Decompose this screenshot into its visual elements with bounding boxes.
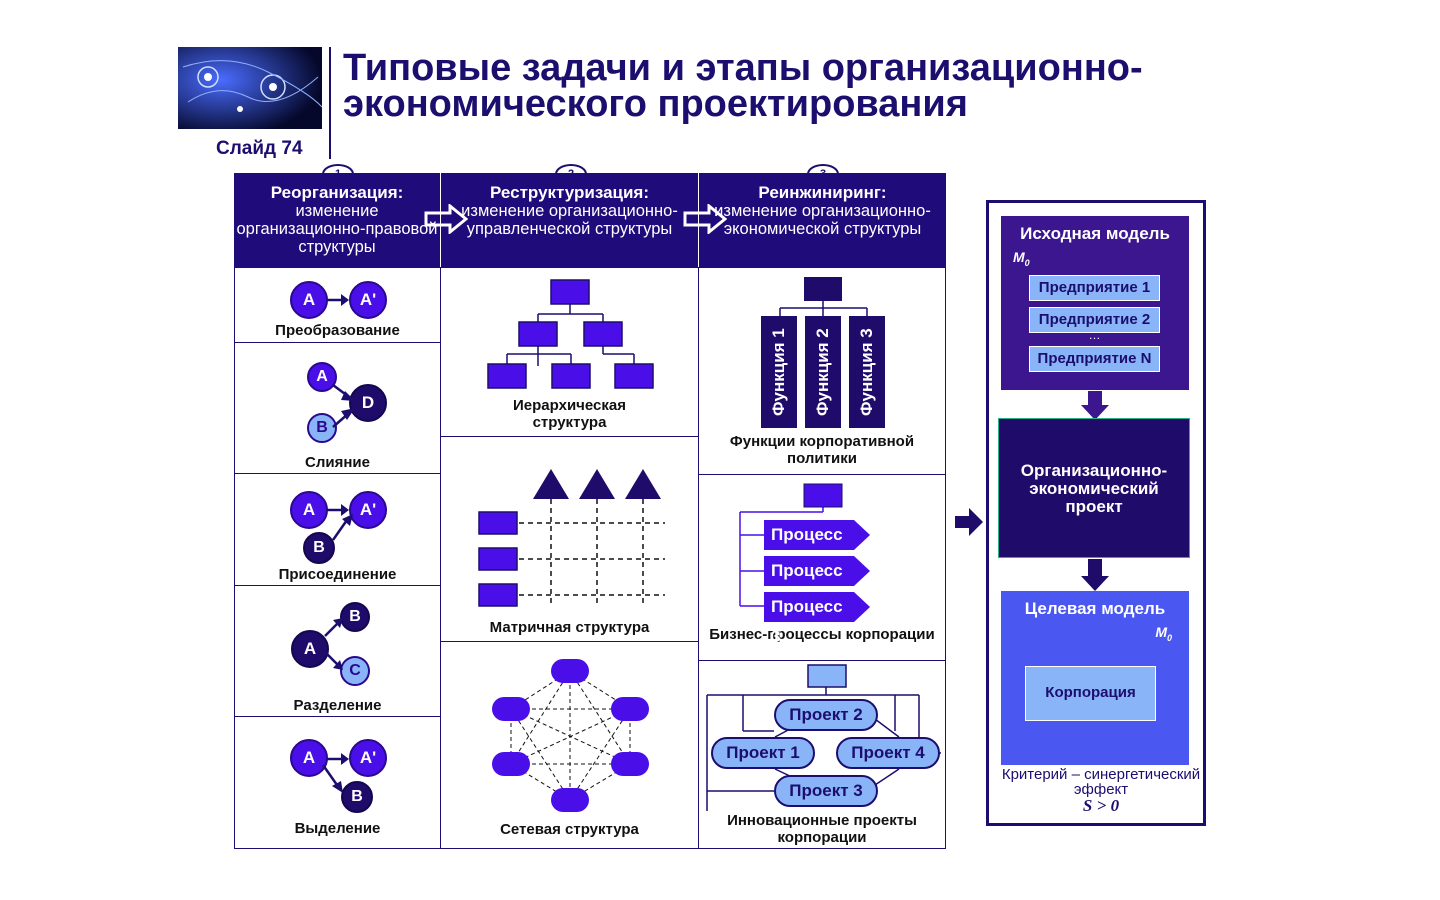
process-3: Процесс 3 xyxy=(764,592,870,646)
arrow-down-icon xyxy=(1081,559,1109,591)
cell-transform: A A' Преобразование xyxy=(234,267,441,343)
header-title: Реструктуризация: xyxy=(489,183,650,202)
cell-label: Иерархическая структура xyxy=(513,397,626,431)
node-c: C xyxy=(340,656,370,686)
header-reorganization: Реорганизация: изменение организационно-… xyxy=(234,173,440,267)
block-arrow-right-icon xyxy=(955,508,983,536)
header-subtitle: изменение организационно-правовой структ… xyxy=(236,202,438,256)
arrows-icon xyxy=(324,618,343,670)
cell-network: Сетевая структура xyxy=(440,641,699,849)
cell-label: Матричная структура xyxy=(489,619,650,636)
title-divider xyxy=(329,47,331,159)
criterion-text: Критерий – синергетический эффект xyxy=(1001,766,1201,798)
arrow-icon xyxy=(327,294,349,306)
enterprise-n: Предприятие N xyxy=(1029,346,1160,372)
cell-merge: A D B Слияние xyxy=(234,342,441,474)
target-model-symbol: M0 xyxy=(1155,624,1172,643)
cell-hierarchical: Иерархическая структура xyxy=(440,267,699,437)
header-reengineering: Реинжиниринг: изменение организационно-э… xyxy=(699,173,946,267)
node-a-prime: A' xyxy=(349,739,387,777)
project-3: Проект 3 xyxy=(774,775,878,807)
project-4: Проект 4 xyxy=(836,737,940,769)
header-restructuring: Реструктуризация: изменение организацион… xyxy=(441,173,698,267)
node-b: B xyxy=(341,781,373,813)
model-symbol-index: 0 xyxy=(1166,632,1172,643)
org-econ-project: Организационно-экономический проект xyxy=(998,418,1190,558)
cell-matrix: Матричная структура xyxy=(440,436,699,642)
node-b: B xyxy=(303,532,335,564)
process-1: Процесс 1 xyxy=(764,520,870,574)
arrows-icon xyxy=(332,384,355,428)
arrows-icon xyxy=(321,753,349,793)
enterprise-ellipsis: … xyxy=(1088,328,1101,342)
processes-tree xyxy=(739,483,843,607)
enterprise-2: Предприятие 2 xyxy=(1029,307,1160,333)
cell-label: Присоединение xyxy=(278,566,397,583)
node-a-prime: A' xyxy=(349,281,387,319)
header-arrow-icon xyxy=(424,204,468,234)
model-panel-frame xyxy=(986,200,1206,826)
matrix-diagram xyxy=(478,469,665,607)
node-a: A xyxy=(290,281,328,319)
functions-tree xyxy=(779,277,868,317)
cell-label: Слияние xyxy=(305,454,370,471)
process-2: Процесс 2 xyxy=(764,556,870,610)
model-symbol-letter: M xyxy=(1013,249,1025,265)
node-b: B xyxy=(340,602,370,632)
header-subtitle: изменение организационно-экономической с… xyxy=(714,202,931,238)
cell-label: Инновационные проекты корпорации xyxy=(727,812,917,846)
header-title: Реинжиниринг: xyxy=(758,183,887,202)
node-d: D xyxy=(349,384,387,422)
cell-label: Сетевая структура xyxy=(500,821,639,838)
node-b: B xyxy=(307,413,337,443)
target-model-block: Целевая модель M0 Корпорация xyxy=(1001,591,1189,765)
slide-logo-image xyxy=(178,47,323,129)
project-2: Проект 2 xyxy=(774,699,878,731)
model-symbol-letter: M xyxy=(1155,624,1167,640)
header-arrow-icon xyxy=(683,204,727,234)
slide-number: Слайд 74 xyxy=(216,138,303,159)
arrow-down-icon xyxy=(1081,391,1109,420)
model-symbol-index: 0 xyxy=(1024,257,1030,268)
node-a: A xyxy=(307,362,337,392)
header-subtitle: изменение организационно-управленческой … xyxy=(461,202,678,238)
cell-label: Разделение xyxy=(293,697,382,714)
target-model-title: Целевая модель xyxy=(1024,599,1166,618)
corporation-box: Корпорация xyxy=(1025,666,1156,721)
cell-label: Бизнес-процессы корпорации xyxy=(709,626,935,643)
source-model-symbol: M0 xyxy=(1013,249,1030,268)
header-title: Реорганизация: xyxy=(270,183,404,202)
project-1: Проект 1 xyxy=(711,737,815,769)
node-a: A xyxy=(291,630,329,668)
cell-spinoff: A A' B Выделение xyxy=(234,716,441,849)
hierarchy-diagram xyxy=(487,279,654,389)
source-model-title: Исходная модель xyxy=(1020,224,1170,243)
function-3: Функция 3 xyxy=(849,316,885,428)
node-a: A xyxy=(290,491,328,529)
criterion-formula: S > 0 xyxy=(1082,796,1120,815)
function-1: Функция 1 xyxy=(761,316,797,428)
function-2: Функция 2 xyxy=(805,316,841,428)
slide-title: Типовые задачи и этапы организационно-эк… xyxy=(343,47,1143,125)
network-diagram xyxy=(492,659,649,812)
arrows-icon xyxy=(327,504,353,541)
cell-join: A A' B Присоединение xyxy=(234,473,441,586)
cell-label: Преобразование xyxy=(275,322,400,339)
cell-split: A B C Разделение xyxy=(234,585,441,717)
enterprise-1: Предприятие 1 xyxy=(1029,275,1160,301)
node-a-prime: A' xyxy=(349,491,387,529)
cell-label: Функции корпоративной политики xyxy=(729,433,915,467)
cell-label: Выделение xyxy=(294,820,381,837)
